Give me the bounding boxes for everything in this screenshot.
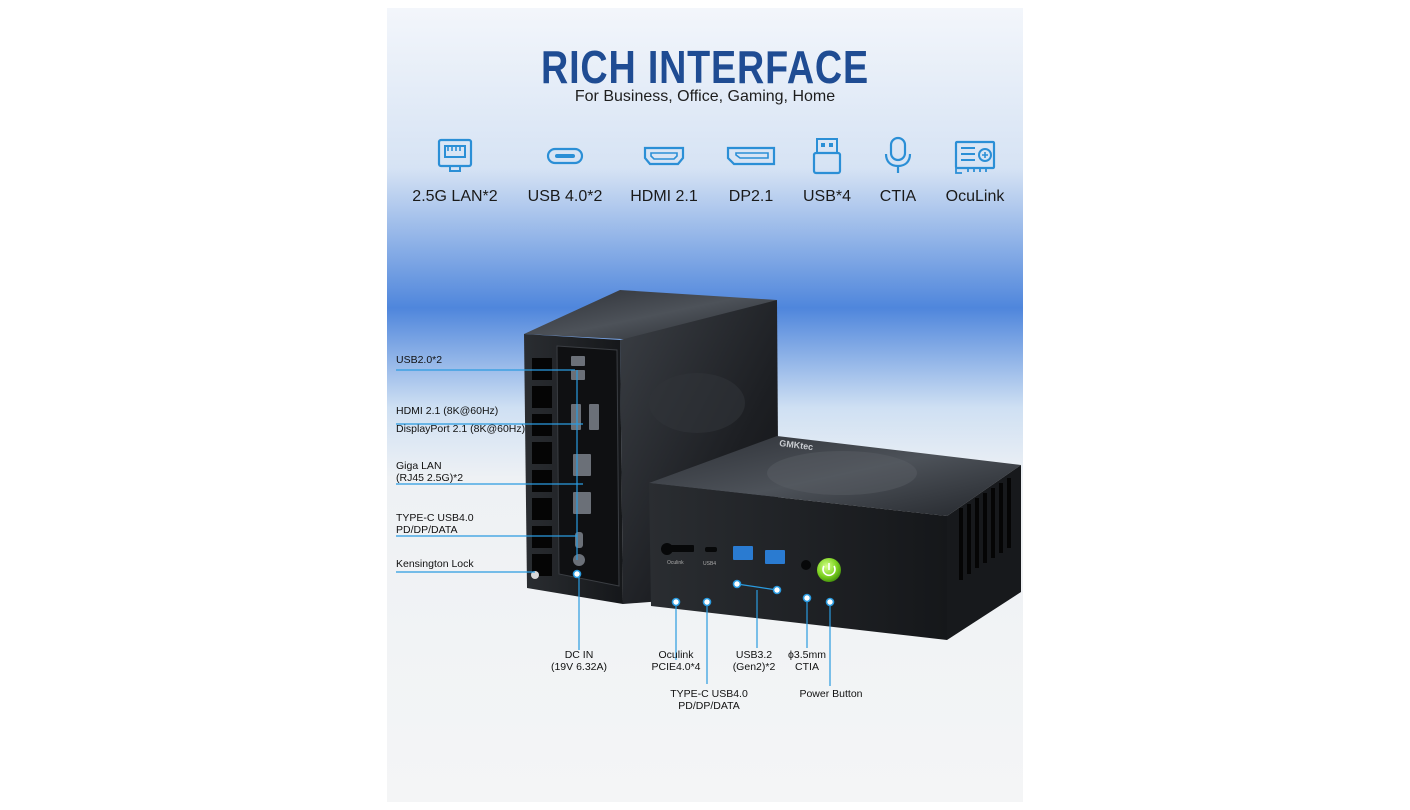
callout-text: TYPE-C USB4.0 [396, 512, 474, 524]
callout-text: (19V 6.32A) [550, 661, 608, 673]
callout-text: Power Button [799, 688, 863, 700]
feature-usb-a: USB*4 [779, 136, 875, 206]
port-label-usb4: USB4 [703, 561, 716, 567]
callout-kensington: Kensington Lock [396, 558, 474, 570]
feature-label: CTIA [879, 188, 917, 205]
feature-label: DP2.1 [728, 188, 774, 205]
usb-a-port-icon [812, 138, 842, 175]
microphone-icon [884, 136, 912, 173]
port-label-oculink: Oculink [667, 560, 684, 566]
callout-text: ϕ3.5mm [788, 649, 826, 661]
brand-logo: GMKtec [779, 438, 814, 452]
callout-text: DisplayPort 2.1 (8K@60Hz) [396, 423, 526, 435]
callout-text: (Gen2)*2 [732, 661, 776, 673]
callout-text: PD/DP/DATA [396, 524, 458, 536]
page-title: RICH INTERFACE [541, 41, 869, 93]
product-panel: RICH INTERFACE For Business, Office, Gam… [387, 8, 1023, 802]
callout-dots [572, 569, 835, 607]
displayport-icon [726, 146, 776, 166]
callout-text: HDMI 2.1 (8K@60Hz) [396, 405, 499, 417]
callout-text: DC IN [564, 649, 594, 661]
oculink-card-icon [954, 140, 996, 174]
feature-label: OcuLink [945, 188, 1005, 205]
callout-power-button: Power Button [789, 688, 873, 700]
feature-label: 2.5G LAN*2 [412, 188, 498, 205]
mini-pc-illustration: Oculink USB4 GMKtec [396, 290, 1021, 686]
feature-label: HDMI 2.1 [630, 188, 698, 205]
feature-label: USB 4.0*2 [527, 188, 603, 205]
lan-port-icon [437, 138, 473, 172]
callout-giga-lan: Giga LAN(RJ45 2.5G)*2 [396, 460, 463, 484]
callout-text: Kensington Lock [396, 558, 474, 570]
callout-text: CTIA [795, 661, 819, 673]
feature-oculink: OcuLink [927, 136, 1023, 206]
callout-text: USB3.2 [735, 649, 773, 661]
callout-lines [396, 369, 831, 686]
feature-label: USB*4 [802, 188, 852, 205]
callout-dc-in: DC IN(19V 6.32A) [539, 649, 619, 673]
callout-text: USB2.0*2 [396, 354, 443, 366]
usb-c-port-icon [546, 147, 584, 165]
feature-usb-c: USB 4.0*2 [517, 136, 613, 206]
callout-usb2: USB2.0*2 [396, 354, 442, 366]
page-subtitle: For Business, Office, Gaming, Home [574, 88, 836, 105]
horizontal-mini-pc: Oculink USB4 GMKtec [649, 436, 1021, 640]
feature-ctia: CTIA [850, 136, 946, 206]
feature-hdmi: HDMI 2.1 [616, 136, 712, 206]
callout-text: Oculink [658, 649, 694, 661]
callout-text: Giga LAN [396, 460, 442, 472]
feature-lan: 2.5G LAN*2 [407, 136, 503, 206]
callout-displayport: DisplayPort 2.1 (8K@60Hz) [396, 423, 525, 435]
callout-text: TYPE-C USB4.0 [670, 688, 748, 700]
callout-text: PCIE4.0*4 [651, 661, 701, 673]
callout-usb32: USB3.2(Gen2)*2 [721, 649, 787, 673]
callout-text: PD/DP/DATA [678, 700, 740, 712]
hdmi-port-icon [643, 146, 685, 166]
callout-text: (RJ45 2.5G)*2 [396, 472, 464, 484]
feature-dp: DP2.1 [703, 136, 799, 206]
callout-hdmi: HDMI 2.1 (8K@60Hz) [396, 405, 498, 417]
